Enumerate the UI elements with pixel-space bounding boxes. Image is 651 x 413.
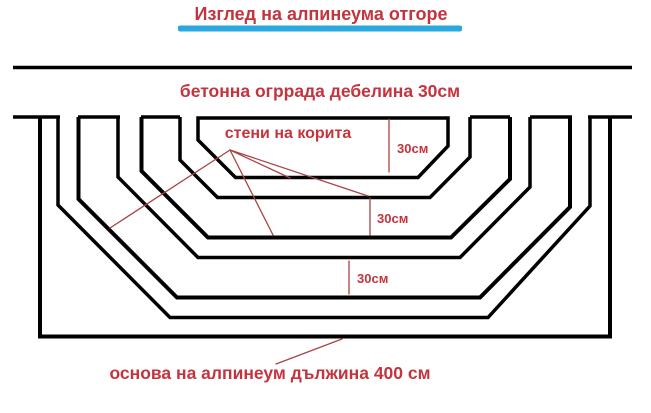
fence-label: бетонна огррада дебелина 30см bbox=[180, 81, 460, 101]
walls-leader-line-right bbox=[229, 149, 369, 197]
base-label: основа на алпинеум дължина 400 см bbox=[109, 363, 430, 383]
dim-label-2: 30см bbox=[377, 211, 408, 226]
wall-b-inner-face bbox=[178, 117, 472, 200]
page-title: Изглед на алпинеума отгоре bbox=[195, 4, 448, 24]
walls-leader-line-inner bbox=[229, 149, 291, 179]
wall-a-inner-face bbox=[116, 117, 532, 260]
walls-leader-line-middle bbox=[229, 149, 274, 236]
red-annotation-lines bbox=[109, 118, 390, 365]
dim-label-3: 30см bbox=[357, 271, 388, 286]
base-wall-outer-face bbox=[38, 117, 612, 339]
dim-label-1: 30см bbox=[397, 141, 428, 156]
base-wall-inner-face bbox=[56, 117, 592, 320]
wall-a-outer-face bbox=[76, 117, 572, 300]
wall-b-outer-face bbox=[139, 117, 512, 240]
base-leader-line bbox=[275, 338, 343, 365]
inner-trough-outline bbox=[196, 116, 450, 180]
walls-label: стени на корита bbox=[225, 125, 352, 142]
title-underline-bar bbox=[178, 25, 462, 32]
walls-leader-line-left bbox=[109, 149, 231, 229]
black-outlines bbox=[13, 65, 632, 339]
